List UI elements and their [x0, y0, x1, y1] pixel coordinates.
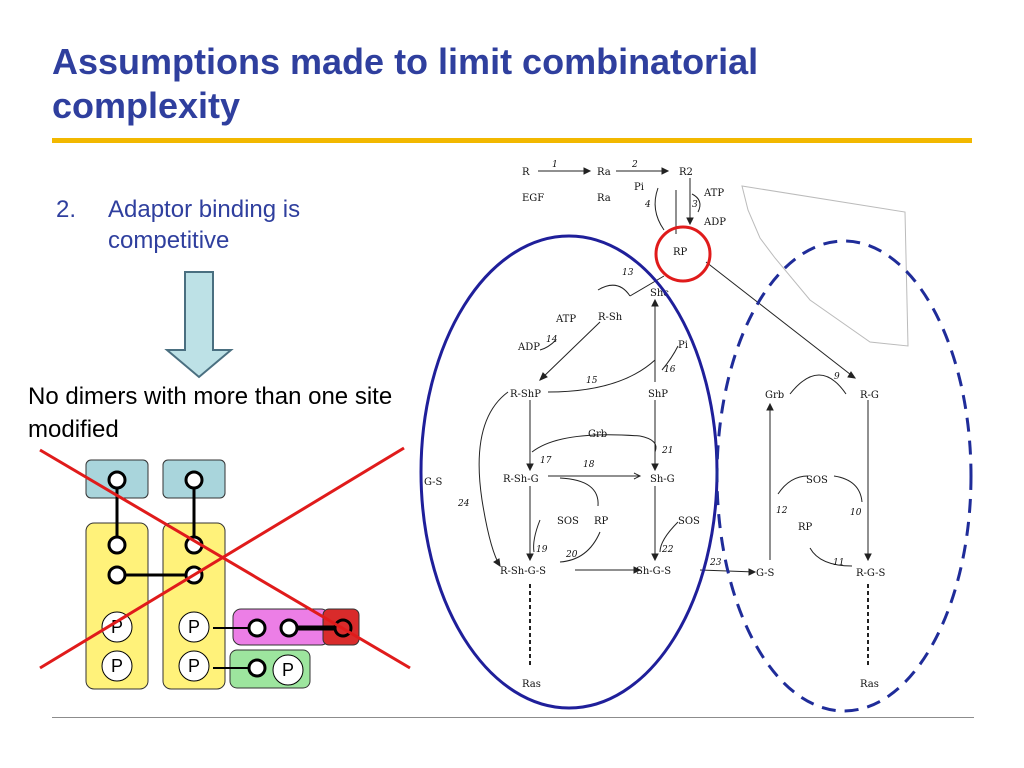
reaction-network: R EGF Ra Ra R2 Pi ATP ADP RP Shc R-Sh AT…	[419, 160, 973, 713]
phospho-label: P	[188, 656, 200, 676]
node-RP: RP	[798, 522, 813, 533]
node-Ras: Ras	[860, 679, 879, 690]
phospho-site	[101, 650, 133, 682]
node-SOS: SOS	[678, 516, 700, 527]
reaction-number: 3	[692, 200, 698, 210]
title-underline	[52, 138, 972, 143]
reaction-number: 16	[664, 365, 676, 375]
node-G-S: G-S	[424, 477, 443, 488]
reaction-number: 18	[583, 460, 595, 470]
node-Sh-G: Sh-G	[650, 474, 675, 485]
phospho-site	[272, 654, 304, 686]
reaction-number: 12	[776, 506, 788, 516]
reaction-number: 9	[834, 372, 840, 382]
node-RP: RP	[673, 247, 688, 258]
node-ShP: ShP	[648, 389, 668, 400]
solid-ellipse	[419, 234, 719, 710]
bottom-divider	[52, 717, 974, 718]
reaction-number: 21	[661, 446, 673, 456]
binding-site-circle	[279, 618, 299, 638]
node-Ras: Ras	[522, 679, 541, 690]
highlight-circle	[654, 225, 712, 283]
binding-site-circle	[247, 618, 267, 638]
cross-out-line	[39, 446, 405, 670]
node-R-Sh: R-Sh	[598, 312, 623, 323]
node-ADP: ADP	[517, 342, 540, 353]
reaction-number: 14	[546, 335, 558, 345]
node-Ra: Ra	[597, 167, 611, 178]
reaction-number: 11	[833, 558, 844, 568]
reaction-number: 4	[644, 200, 651, 210]
node-R: R	[522, 167, 530, 178]
node-EGF: EGF	[522, 193, 544, 204]
node-Shc: Shc	[650, 288, 669, 299]
phospho-label: P	[188, 617, 200, 637]
reaction-number: 10	[850, 508, 862, 518]
phospho-label: P	[282, 660, 294, 680]
dimer-diagram: P P P P P	[39, 446, 411, 690]
binding-site-circle	[107, 535, 127, 555]
reaction-number: 19	[536, 545, 548, 555]
node-R-Sh-G: R-Sh-G	[503, 474, 539, 485]
node-SOS: SOS	[806, 475, 828, 486]
node-SOS: SOS	[557, 516, 579, 527]
node-R-ShP: R-ShP	[510, 389, 541, 400]
node-ATP: ATP	[555, 314, 576, 325]
node-Ra: Ra	[597, 193, 611, 204]
reaction-number: 1	[552, 160, 558, 170]
binding-site-circle	[184, 470, 204, 490]
binding-site-circle	[107, 565, 127, 585]
reaction-number: 13	[622, 268, 634, 278]
phospho-label: P	[111, 656, 123, 676]
reaction-number: 22	[661, 545, 674, 555]
reaction-number: 2	[631, 160, 638, 170]
phospho-site	[178, 650, 210, 682]
node-Pi: Pi	[678, 340, 688, 351]
binding-site-circle	[107, 470, 127, 490]
sketch-outline	[741, 185, 909, 347]
node-R-G: R-G	[860, 390, 879, 401]
node-Sh-G-S: Sh-G-S	[636, 566, 671, 577]
reaction-number: 20	[565, 550, 578, 560]
node-R-G-S: R-G-S	[856, 568, 885, 579]
node-Grb: Grb	[588, 429, 607, 440]
dashed-ellipse	[715, 239, 973, 713]
node-G-S: G-S	[756, 568, 775, 579]
cross-out-line	[39, 448, 411, 670]
dimer-caption: No dimers with more than one site modifi…	[28, 383, 393, 443]
node-ADP: ADP	[703, 217, 726, 228]
node-R2: R2	[679, 167, 693, 178]
phospho-site	[178, 611, 210, 643]
bullet-text: Adaptor binding is competitive	[108, 196, 301, 254]
slide-title: Assumptions made to limit combinatorial …	[52, 41, 759, 126]
node-RP: RP	[594, 516, 609, 527]
reaction-number: 24	[457, 499, 470, 509]
reaction-number: 23	[709, 558, 722, 568]
phospho-site	[101, 611, 133, 643]
binding-site-circle	[247, 658, 267, 678]
reaction-number: 15	[586, 376, 598, 386]
node-R-Sh-G-S: R-Sh-G-S	[500, 566, 546, 577]
node-Grb: Grb	[765, 390, 784, 401]
node-Pi: Pi	[634, 182, 644, 193]
down-arrow-icon	[164, 271, 234, 379]
node-ATP: ATP	[703, 188, 724, 199]
bullet-number: 2.	[56, 196, 77, 223]
reaction-number: 17	[540, 456, 552, 466]
